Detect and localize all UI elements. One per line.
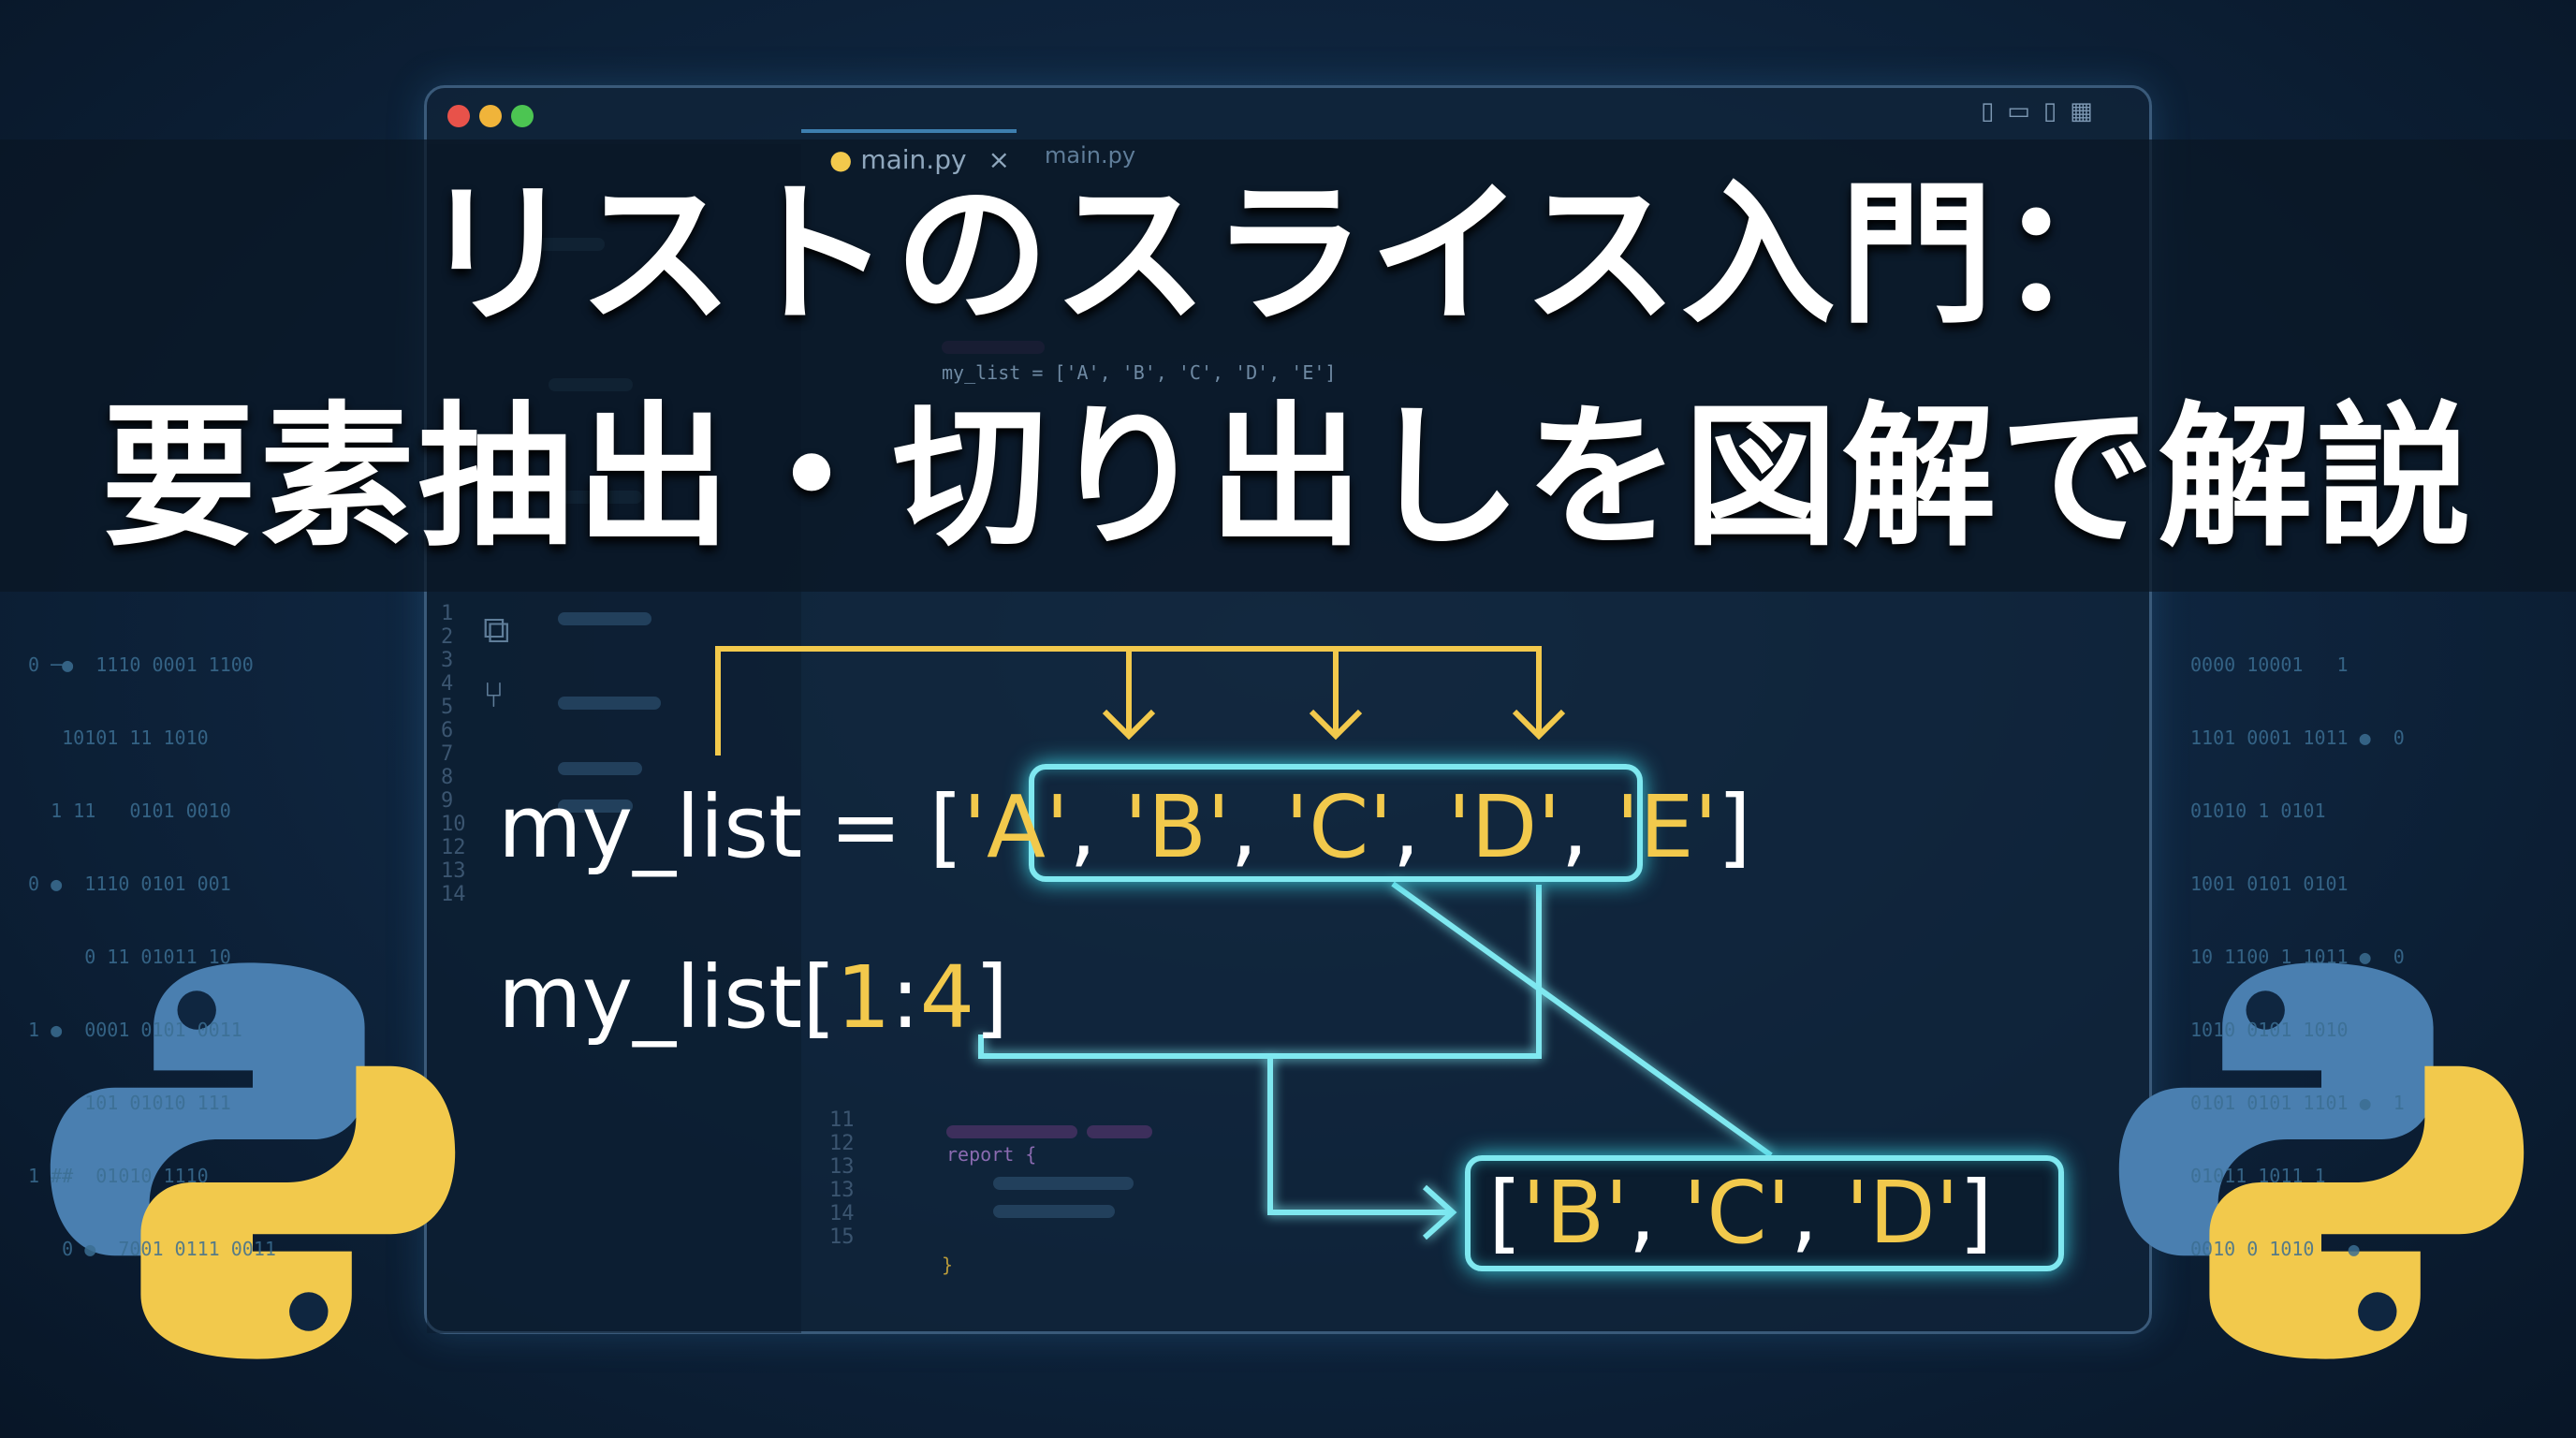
line-number: 9 [441, 789, 454, 813]
binary-line: 10101 11 1010 [28, 726, 209, 749]
editor-code-line: my_list = ['A', 'B', 'C', 'D', 'E'] [942, 361, 1337, 384]
line-number: 2 [441, 625, 454, 649]
binary-line: 101 01010 111 [28, 1092, 231, 1114]
line-number: 14 [441, 883, 466, 906]
source-control-icon[interactable]: ⑂ [483, 674, 505, 715]
line-number: 13 [829, 1179, 855, 1202]
binary-line: 01010 1 0101 [2190, 800, 2326, 822]
list-item-a: 'A' [962, 777, 1070, 877]
binary-line: 0 ─● 1110 0001 1100 [28, 653, 254, 676]
list-item-e: 'E' [1616, 777, 1718, 877]
line-numbers-top: 1 2 3 4 5 6 7 8 9 10 12 13 14 [441, 602, 466, 906]
title-line-1: リストのスライス入門： [419, 165, 2157, 345]
slice-close: ] [974, 947, 1009, 1048]
line-number: 8 [441, 766, 454, 789]
binary-line: 1001 0101 0101 [2190, 873, 2349, 895]
list-item-b: 'B' [1123, 777, 1231, 877]
list-prefix: my_list = [ [498, 777, 963, 877]
line-number: 7 [441, 742, 454, 766]
line-number: 3 [441, 649, 454, 672]
list-suffix: ] [1717, 777, 1751, 877]
line-number: 10 [441, 813, 466, 836]
binary-line: 0 ● 1110 0101 001 [28, 873, 231, 895]
result-item: 'C' [1683, 1163, 1791, 1263]
binary-line: 1 ## 01010 1110 [28, 1165, 209, 1187]
line-number: 4 [441, 672, 454, 696]
binary-line: 0000 10001 1 [2190, 653, 2349, 676]
line-number: 12 [441, 836, 466, 859]
editor-report-line: report { [946, 1143, 1037, 1166]
binary-line: 1 11 0101 0010 [28, 800, 231, 822]
slice-start: 1 [836, 947, 891, 1048]
line-number: 1 [441, 602, 454, 625]
binary-line: 0101 0101 1101 ● 1 [2190, 1092, 2405, 1114]
list-item-d: 'D' [1447, 777, 1561, 877]
close-window-button[interactable] [447, 105, 470, 127]
list-item-c: 'C' [1284, 777, 1393, 877]
binary-line: 10 1100 1 1011 ● 0 [2190, 946, 2405, 968]
minimize-window-button[interactable] [479, 105, 502, 127]
slice-name: my_list[ [498, 947, 837, 1048]
comma: , [1560, 777, 1617, 877]
line-numbers-bottom: 11 12 13 13 14 15 [829, 1108, 855, 1249]
result-close: ] [1958, 1163, 1993, 1263]
binary-line: 01011 1011 1 [2190, 1165, 2326, 1187]
comma: , [1790, 1163, 1846, 1263]
title-line-2: 要素抽出・切り出しを図解で解説 [101, 388, 2475, 567]
result-item: 'D' [1845, 1163, 1959, 1263]
binary-decoration-left: 0 ─● 1110 0001 1100 10101 11 1010 1 11 0… [28, 604, 276, 1285]
line-number: 15 [829, 1225, 855, 1249]
editor-brace: } [942, 1254, 954, 1276]
binary-line: 1101 0001 1011 ● 0 [2190, 726, 2405, 749]
binary-line: 0010 0 1010 ● [2190, 1238, 2360, 1260]
slice-expression: my_list[1:4] [498, 955, 1008, 1041]
maximize-window-button[interactable] [511, 105, 534, 127]
layout-icons[interactable]: ▯▭▯▦ [1981, 97, 2106, 125]
line-number: 6 [441, 719, 454, 742]
line-number: 13 [829, 1155, 855, 1179]
comma: , [1628, 1163, 1684, 1263]
line-number: 13 [441, 859, 466, 883]
binary-line: 0 ● 7001 0111 0011 [28, 1238, 276, 1260]
binary-line: 1010 0101 1010 [2190, 1019, 2349, 1041]
binary-line: 1 ● 0001 0101 0011 [28, 1019, 242, 1041]
comma: , [1392, 777, 1448, 877]
slice-end: 4 [919, 947, 975, 1048]
comma: , [1230, 777, 1285, 877]
files-icon[interactable]: ⧉ [483, 609, 510, 652]
binary-line: 0 11 01011 10 [28, 946, 231, 968]
result-open: [ [1488, 1163, 1522, 1263]
result-list: ['B', 'C', 'D'] [1488, 1170, 1993, 1256]
line-number: 14 [829, 1202, 855, 1225]
result-item: 'B' [1521, 1163, 1629, 1263]
list-definition: my_list = ['A', 'B', 'C', 'D', 'E'] [498, 785, 1751, 871]
line-number: 12 [829, 1132, 855, 1155]
slice-colon: : [890, 947, 920, 1048]
line-number: 11 [829, 1108, 855, 1132]
line-number: 5 [441, 696, 454, 719]
binary-decoration-right: 0000 10001 1 1101 0001 1011 ● 0 01010 1 … [2190, 604, 2405, 1285]
comma: , [1069, 777, 1124, 877]
